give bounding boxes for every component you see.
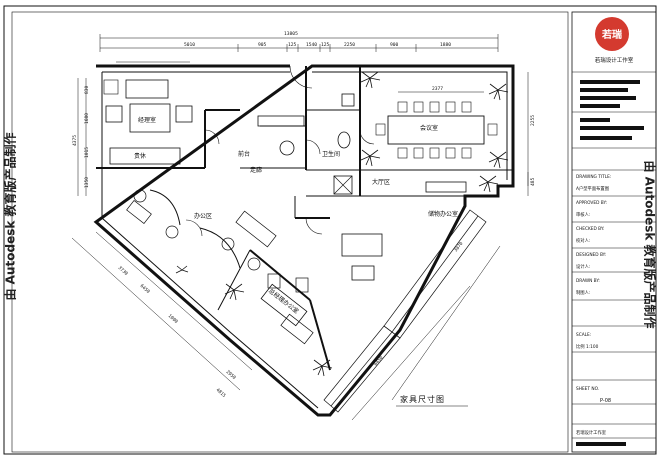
drawing-frame [11, 11, 569, 453]
room-label-office: 办公区 [194, 212, 212, 220]
footer-redaction [576, 442, 626, 446]
dim-left-1: 1680 [84, 113, 90, 124]
dim-left-4: 1350 [84, 177, 90, 188]
dimension-lines [71, 34, 529, 421]
dim-diag-left-0: 3730 [117, 265, 129, 277]
scale-value: 比例 1:100 [576, 343, 599, 350]
approved-value: 审核人: [576, 211, 590, 218]
dim-diag-left-1: 6450 [139, 283, 151, 295]
partition [217, 249, 251, 311]
plant-icons [175, 71, 509, 377]
armchair [105, 105, 123, 123]
approved-label: APPROVED BY: [576, 200, 607, 206]
door-swing [204, 129, 220, 145]
dim-right-1: 485 [530, 177, 536, 186]
dim-diag-left-3: 2950 [225, 369, 237, 381]
dim-left-2: 4375 [72, 135, 78, 146]
sink [341, 93, 355, 107]
redacted-info [580, 80, 644, 140]
floor-plan [93, 64, 515, 417]
room-label-corridor: 走廊 [250, 166, 262, 174]
dim-total: 13805 [284, 31, 298, 37]
room-label-gm-office: 总经理办公室 [267, 287, 300, 315]
meeting-chairs [375, 101, 498, 159]
door-swing [185, 219, 203, 237]
dim-right-0: 2255 [530, 115, 536, 126]
dim-top-2: 125 [288, 42, 297, 48]
dim-top-5: 2250 [344, 42, 355, 48]
equipment-box [333, 175, 353, 195]
dim-diag-right-1: 6450 [373, 355, 385, 368]
dim-diag-left-2: 1000 [167, 313, 179, 325]
dim-top-6: 900 [390, 42, 399, 48]
room-label-restroom: 卫生间 [322, 150, 340, 158]
cabinet [109, 147, 181, 165]
office-workstations [126, 189, 277, 271]
gm-desk [260, 283, 308, 327]
door-swing [305, 139, 321, 155]
checked-value: 校对人: [576, 237, 590, 244]
door-swing [359, 129, 375, 145]
dim-top-0: 5010 [184, 42, 195, 48]
dim-top-7: 1880 [440, 42, 451, 48]
desk-chair [279, 140, 295, 156]
dim-top-3: 1540 [306, 42, 317, 48]
hall-sofa [341, 233, 383, 257]
front-desk [257, 115, 305, 127]
room-label-manager: 经理室 [138, 116, 156, 124]
dim-diag-right-0: 3870 [453, 241, 465, 254]
dim-diag-left-4: 4815 [215, 387, 227, 399]
partition [309, 299, 331, 371]
gm-armchair [267, 273, 281, 289]
sheet-value: P-08 [600, 398, 611, 404]
meeting-table [387, 115, 485, 145]
room-label-hall: 大厅区 [372, 178, 390, 186]
gm-sofa [280, 313, 314, 345]
door-swing [289, 65, 313, 89]
toilet [337, 131, 351, 149]
sofa [125, 79, 169, 99]
title-block [571, 11, 657, 453]
drawing-caption: 家具尺寸图 [400, 394, 445, 404]
scale-label: SCALE: [576, 332, 591, 338]
inner-wall [101, 71, 508, 409]
footer-text: 若瑞设计工作室 [576, 429, 607, 436]
drawing-title-value: A户型平面布置图 [576, 185, 609, 192]
curved-partition [199, 227, 241, 269]
coffee-table [129, 103, 171, 133]
studio-logo [595, 17, 629, 51]
dim-left-0: 830 [84, 85, 90, 94]
hall-table [351, 265, 375, 281]
sheet-label: SHEET NO. [576, 386, 599, 392]
drawn-value: 制图人: [576, 289, 590, 296]
designed-label: DESIGNED BY: [576, 252, 606, 258]
dim-top-4: 125 [321, 42, 330, 48]
outer-wall [93, 64, 515, 417]
drawn-label: DRAWN BY: [576, 278, 600, 284]
room-label-lounge: 贵休 [134, 152, 146, 160]
dim-top-1: 905 [258, 42, 267, 48]
armchair [175, 105, 193, 123]
logo-text: 若瑞 [601, 28, 622, 41]
plant-pot [103, 79, 119, 95]
room-label-front-desk: 前台 [238, 150, 250, 158]
dim-left-3: 1015 [84, 147, 90, 158]
gm-armchair [295, 277, 309, 293]
watermark-right: 由 Autodesk 教育版产品制作 [642, 160, 657, 329]
checked-label: CHECKED BY: [576, 226, 604, 232]
drawing-title-label: DRAWING TITLE: [576, 174, 611, 180]
watermark-left: 由 Autodesk 教育版产品制作 [3, 132, 18, 301]
storage-shelving [323, 209, 487, 413]
curved-partition [149, 189, 181, 226]
designed-value: 设计人: [576, 263, 590, 270]
studio-name: 若瑞设计工作室 [595, 56, 634, 64]
dim-meeting-width: 2377 [432, 86, 443, 92]
door-swing [305, 217, 323, 235]
room-label-meeting: 会议室 [420, 124, 438, 132]
reception-cabinet [425, 181, 467, 193]
room-label-storage: 储物办公室 [428, 210, 458, 218]
